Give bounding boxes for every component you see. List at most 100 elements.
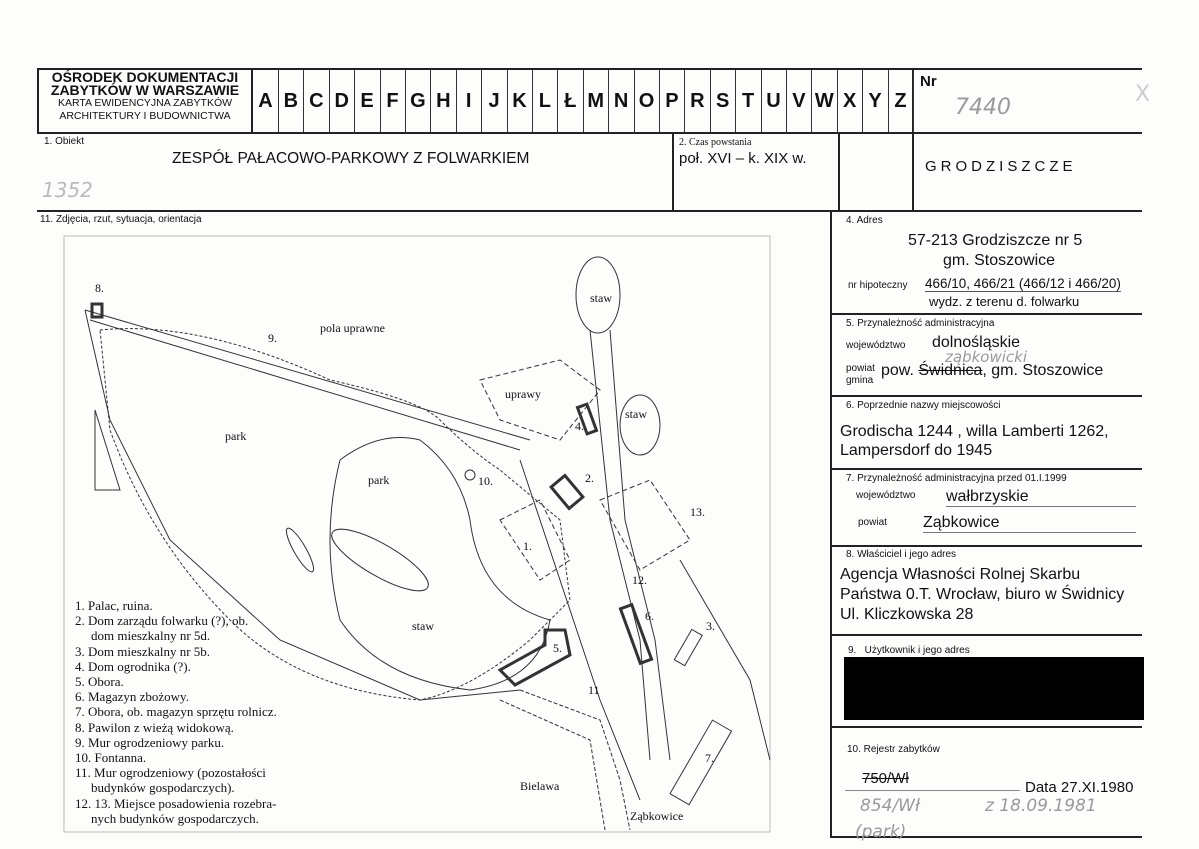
index-letter: E	[355, 70, 381, 132]
index-letter: T	[736, 70, 762, 132]
wojewodztwo-value: dolnośląskie	[932, 334, 1021, 351]
map-label-bielawa: Bielawa	[520, 779, 560, 793]
rejestr-hand-date: z 18.09.1981	[985, 796, 1097, 816]
index-letter: P	[659, 70, 686, 132]
powiat-rest: , gm. Stoszowice	[982, 362, 1104, 379]
rejestr-date: Data 27.XI.1980	[1025, 779, 1134, 796]
org-box: OŚRODEK DOKUMENTACJI ZABYTKÓW W WARSZAWI…	[40, 69, 250, 123]
czas-value: poł. XVI – k. XIX w.	[679, 150, 807, 167]
map-label-n2: 2.	[585, 471, 594, 485]
czas-label: 2. Czas powstania	[679, 137, 752, 148]
index-letter: O	[634, 70, 660, 132]
nr-label: Nr	[920, 73, 937, 90]
building-5	[497, 628, 572, 687]
rejestr-old-number: 750/Wł	[862, 770, 909, 787]
building-6	[618, 602, 654, 666]
wlasciciel-line1: Agencja Własności Rolnej Skarbu	[840, 566, 1081, 583]
map-label-n11: 11	[588, 683, 600, 697]
index-letter: X	[837, 70, 864, 132]
admin-old-woj-value: wałbrzyskie	[946, 488, 1136, 507]
map-label-staw2: staw	[625, 407, 647, 421]
adres-line2: gm. Stoszowice	[943, 252, 1056, 269]
zdjecia-label: 11. Zdjęcia, rzut, sytuacja, orientacja	[40, 214, 202, 225]
index-letter: B	[278, 70, 305, 132]
wojewodztwo-label: województwo	[846, 340, 906, 351]
map-label-staw1: staw	[590, 291, 612, 305]
legend-item: dom mieszkalny nr 5d.	[91, 628, 211, 644]
org-name-1: OŚRODEK DOKUMENTACJI	[51, 69, 239, 85]
index-letter: L	[532, 70, 559, 132]
index-letter: D	[329, 70, 356, 132]
corner-mark: X	[1135, 82, 1151, 107]
card-type-2: ARCHITEKTURY I BUDOWNICTWA	[59, 110, 231, 122]
powiat-struck: Świdnica	[918, 362, 983, 379]
island	[331, 528, 429, 592]
index-letter: S	[710, 70, 737, 132]
index-letter: J	[482, 70, 508, 132]
redacted-block	[844, 657, 1144, 720]
map-label-n1: 1.	[523, 539, 532, 553]
index-letter: G	[405, 70, 432, 132]
map-label-n13: 13.	[690, 505, 705, 519]
uzytkownik-label: 9. Użytkownik i jego adres	[848, 645, 970, 656]
wlasciciel-label: 8. Właściciel i jego adres	[846, 549, 957, 560]
adres-label: 4. Adres	[846, 215, 883, 226]
index-letter: V	[786, 70, 813, 132]
rejestr-hand-number: 854/Wł	[860, 796, 920, 816]
admin-label: 5. Przynależność administracyjna	[846, 318, 995, 329]
index-letter: Y	[863, 70, 889, 132]
gmina-label: gmina	[846, 375, 874, 386]
map-label-uprawy: uprawy	[505, 387, 541, 401]
obiekt-value: ZESPÓŁ PAŁACOWO-PARKOWY Z FOLWARKIEM	[172, 150, 530, 167]
building-4	[575, 402, 599, 436]
map-label-pola: pola uprawne	[320, 321, 385, 335]
index-letter: R	[685, 70, 711, 132]
index-letter: Ł	[558, 70, 584, 132]
map-label-zabkowice: Ząbkowice	[630, 809, 683, 823]
legend-item: 6. Magazyn zbożowy.	[75, 689, 189, 705]
legend-item: 2. Dom zarządu folwarku (?), ob.	[75, 613, 249, 629]
legend-item: 11. Mur ogrodzeniowy (pozostałości	[75, 765, 266, 781]
map-label-n6: 6.	[645, 609, 654, 623]
map-legend: 1. Palac, ruina.2. Dom zarządu folwarku …	[75, 598, 277, 826]
legend-item: 3. Dom mieszkalny nr 5b.	[75, 643, 211, 659]
map-label-n4: 4.	[575, 419, 584, 433]
legend-item: nych budynków gospodarczych.	[91, 810, 259, 826]
pond-outline	[329, 437, 551, 691]
legend-item: budynków gospodarczych).	[91, 780, 235, 796]
miejscowosc-value: GRODZISZCZE	[925, 158, 1077, 175]
north-arrow	[94, 409, 121, 491]
map-label-n7: 7.	[705, 751, 714, 765]
index-letter: H	[431, 70, 457, 132]
index-letter: F	[380, 70, 406, 132]
index-letter: U	[761, 70, 787, 132]
fountain	[464, 469, 476, 481]
admin-old-powiat-label: powiat	[858, 517, 887, 528]
map-label-n3: 3.	[706, 619, 715, 633]
rejestr-label: 10. Rejestr zabytków	[847, 744, 940, 755]
map-label-n9: 9.	[268, 331, 277, 345]
nr-value: 7440	[955, 95, 1011, 120]
org-name-2: ZABYTKÓW W WARSZAWIE	[50, 82, 240, 98]
index-letter: A	[253, 70, 279, 132]
building-3	[673, 628, 703, 667]
map-label-n12: 12.	[632, 573, 647, 587]
powiat-value: pow. Świdnica, gm. Stoszowice	[881, 362, 1103, 380]
legend-item: 8. Pawilon z wieżą widokową.	[75, 719, 234, 735]
obiekt-handwritten: 1352	[42, 178, 93, 202]
hipoteczny-label: nr hipoteczny	[848, 280, 908, 291]
map-label-n5: 5.	[553, 641, 562, 655]
map-label-staw3: staw	[412, 619, 434, 633]
building-7	[669, 719, 733, 806]
powiat-label: powiat	[846, 363, 875, 374]
hipoteczny-value: 466/10, 466/21 (466/12 i 466/20)	[925, 276, 1121, 292]
map-label-n10: 10.	[478, 474, 493, 488]
map-label-n8: 8.	[95, 281, 104, 295]
index-letter: Z	[888, 70, 914, 132]
adres-line1: 57-213 Grodziszcze nr 5	[908, 232, 1083, 249]
index-letter: C	[304, 70, 330, 132]
card-type-1: KARTA EWIDENCYJNA ZABYTKÓW	[57, 97, 233, 109]
index-letter: M	[583, 70, 610, 132]
road	[519, 329, 771, 801]
